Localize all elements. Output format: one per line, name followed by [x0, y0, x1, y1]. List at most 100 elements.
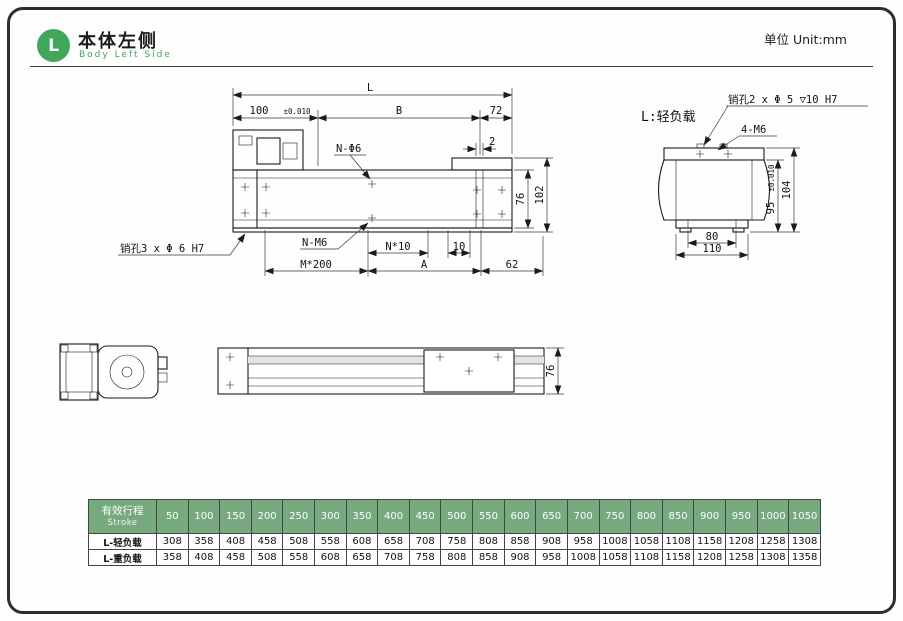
table-cell: 908 — [535, 533, 568, 550]
dim-2: 2 — [489, 136, 495, 148]
table-cell: 458 — [250, 533, 284, 550]
stroke-col: 100 — [187, 499, 221, 534]
end-view — [59, 343, 168, 401]
stroke-col: 850 — [661, 499, 695, 534]
table-cell: 458 — [219, 549, 252, 566]
dim-10: 10 — [453, 241, 466, 253]
table-cell: 1358 — [788, 549, 821, 566]
table-cell: 1158 — [661, 549, 695, 566]
table-cell: 558 — [314, 533, 347, 550]
pinhole2-label: 销孔2 x Φ 5 ▽10 H7 — [728, 93, 838, 106]
stroke-col: 150 — [219, 499, 252, 534]
dim-n10: N*10 — [385, 241, 410, 253]
carriage-plate — [451, 157, 513, 171]
table-cell: 1108 — [630, 549, 663, 566]
stroke-table: 有效行程 Stroke 50 100 150 200 250 300 350 4… — [88, 499, 821, 566]
page-title: 本体左侧 — [78, 31, 158, 52]
table-cell: 1008 — [566, 549, 600, 566]
table-cell: 708 — [408, 533, 442, 550]
table-cell: 508 — [250, 549, 284, 566]
table-cell: 808 — [440, 549, 474, 566]
table-cell: 1058 — [630, 533, 663, 550]
stroke-col: 200 — [250, 499, 284, 534]
stroke-col: 900 — [693, 499, 726, 534]
stroke-header-cn: 有效行程 — [101, 504, 144, 517]
section-top-plate — [663, 147, 765, 161]
dim-62: 62 — [506, 259, 519, 271]
table-cell: 1058 — [598, 549, 632, 566]
table-row-light-load: L-轻负载 308 358 408 458 508 558 608 658 70… — [88, 533, 821, 550]
header-divider — [30, 66, 873, 67]
stroke-col: 250 — [282, 499, 316, 534]
table-cell: 758 — [440, 533, 474, 550]
end-connector — [157, 356, 168, 370]
table-cell: 958 — [566, 533, 600, 550]
top-view-dim-76: 76 — [545, 365, 557, 378]
table-cell: 658 — [377, 533, 410, 550]
stroke-col: 700 — [566, 499, 600, 534]
stroke-header-cell: 有效行程 Stroke — [88, 499, 157, 534]
page-subtitle: Body Left Side — [79, 50, 172, 60]
table-cell: 958 — [535, 549, 568, 566]
top-view-body — [217, 347, 545, 395]
table-cell: 1208 — [724, 533, 758, 550]
table-cell: 1308 — [756, 549, 790, 566]
table-cell: 708 — [377, 549, 410, 566]
carriage-hole-marks — [436, 353, 502, 375]
dim-95-tolerance: ±0.010 — [767, 164, 776, 192]
table-cell: 858 — [503, 533, 537, 550]
section-hole-marks — [696, 150, 732, 158]
dim-A: A — [421, 259, 428, 271]
top-view-left-holes — [226, 353, 234, 389]
table-cell: 1308 — [788, 533, 821, 550]
stroke-header-en: Stroke — [107, 517, 138, 528]
dim-80: 80 — [706, 231, 719, 243]
stroke-col: 800 — [630, 499, 663, 534]
stroke-col: 600 — [503, 499, 537, 534]
dim-72: 72 — [490, 105, 503, 117]
table-cell: 608 — [314, 549, 347, 566]
pinhole3-label: 销孔3 x Φ 6 H7 — [120, 242, 204, 255]
section-body — [657, 159, 771, 221]
table-cell: 1258 — [756, 533, 790, 550]
dim-B: B — [396, 105, 402, 117]
section-view: L:轻负载 销孔2 x Φ 5 ▽10 H7 4-M6 80 — [641, 93, 868, 260]
dim-100-tolerance: ±0.010 — [283, 107, 311, 116]
dim-104: 104 — [781, 181, 793, 200]
stroke-col: 400 — [377, 499, 410, 534]
hole-marks-right — [473, 186, 506, 218]
section-base — [675, 219, 749, 229]
stroke-col: 750 — [598, 499, 632, 534]
dim-100: 100 — [250, 105, 269, 117]
end-flange — [59, 343, 99, 401]
table-cell: 408 — [187, 549, 221, 566]
top-view: 76 — [217, 347, 564, 395]
four-m6-label: 4-M6 — [741, 124, 766, 136]
stroke-col: 950 — [724, 499, 758, 534]
side-view: L 100 ±0.010 B 72 2 N-Φ6 76 — [118, 82, 553, 276]
table-cell: 558 — [282, 549, 316, 566]
dim-110: 110 — [703, 243, 722, 255]
stroke-col: 1000 — [756, 499, 790, 534]
stroke-col: 450 — [408, 499, 442, 534]
table-cell: 608 — [345, 533, 379, 550]
stroke-col: 50 — [156, 499, 189, 534]
table-header-row: 有效行程 Stroke 50 100 150 200 250 300 350 4… — [88, 499, 821, 534]
row-label-light: L-轻负载 — [88, 533, 157, 550]
dim-76: 76 — [515, 193, 527, 206]
table-cell: 1008 — [598, 533, 632, 550]
table-cell: 308 — [156, 533, 189, 550]
section-badge: L — [37, 29, 70, 62]
stroke-col: 500 — [440, 499, 474, 534]
end-motor-body — [97, 345, 159, 399]
section-title: L:轻负载 — [641, 110, 696, 125]
dim-L: L — [367, 82, 373, 94]
table-cell: 408 — [219, 533, 252, 550]
dim-m200: M*200 — [300, 259, 332, 271]
stroke-col: 650 — [535, 499, 568, 534]
hole-top-label: N-Φ6 — [336, 143, 361, 155]
stroke-col: 550 — [472, 499, 505, 534]
hole-marks-left — [241, 183, 270, 217]
